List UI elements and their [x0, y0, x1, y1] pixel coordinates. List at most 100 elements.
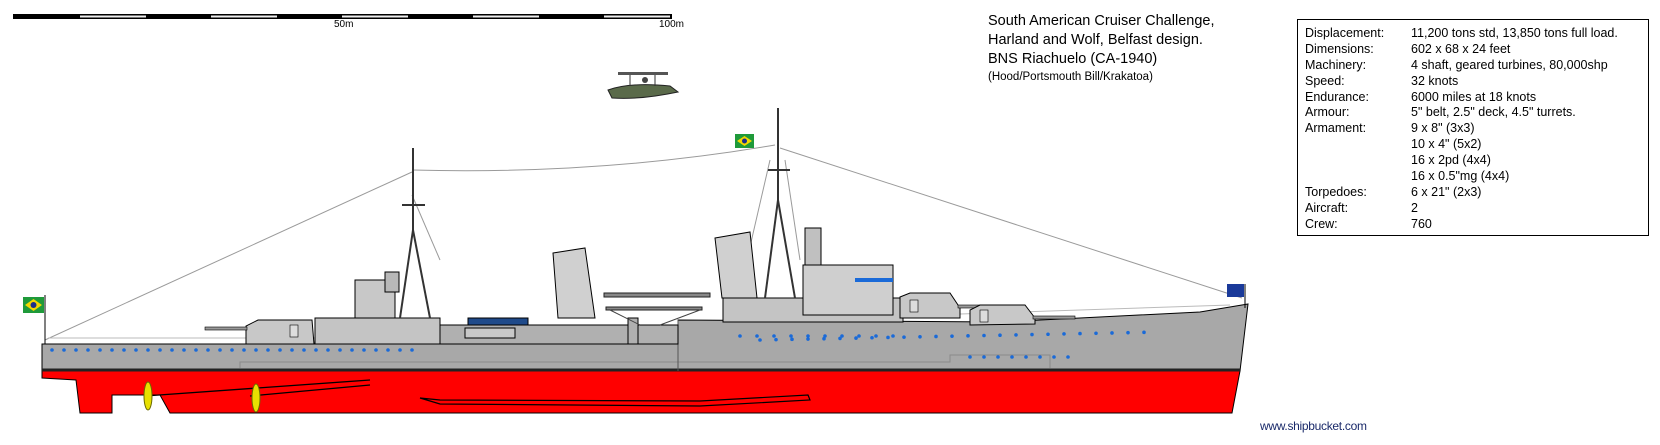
porthole — [110, 348, 114, 352]
porthole — [996, 355, 1000, 359]
title-line-2: Harland and Wolf, Belfast design. — [988, 32, 1203, 48]
porthole — [254, 348, 258, 352]
drawing-title: South American Cruiser Challenge, Harlan… — [988, 12, 1214, 86]
spec-row: 16 x 0.5"mg (4x4) — [1305, 169, 1648, 185]
spec-row: Torpedoes:6 x 21" (2x3) — [1305, 185, 1648, 201]
porthole — [806, 334, 810, 338]
spec-row: Speed: 32 knots — [1305, 74, 1648, 90]
specifications-table: Displacement: 11,200 tons std, 13,850 ton… — [1297, 19, 1649, 236]
porthole — [1030, 332, 1034, 337]
aft-director — [384, 271, 400, 293]
spec-label: Displacement: — [1305, 26, 1385, 40]
title-line-3: BNS Riachuelo (CA-1940) — [988, 51, 1158, 67]
spec-row: Armament: 9 x 8" (3x3) — [1305, 121, 1648, 137]
porthole — [206, 348, 210, 352]
spec-row: Displacement: 11,200 tons std, 13,850 ton… — [1305, 26, 1648, 42]
porthole — [1052, 355, 1056, 359]
spec-value: 16 x 0.5"mg (4x4) — [1411, 169, 1510, 184]
spec-value: 16 x 2pd (4x4) — [1411, 153, 1491, 168]
porthole — [982, 333, 986, 338]
spec-label: Armament: — [1305, 121, 1367, 136]
armour-belt-outline — [239, 354, 1051, 368]
brazil-flag-icon — [23, 297, 44, 313]
porthole — [86, 348, 90, 352]
scale-bar-segment — [80, 15, 146, 18]
torpedo-tubes — [464, 327, 516, 339]
porthole — [1046, 332, 1050, 337]
spec-row: 16 x 2pd (4x4) — [1305, 153, 1648, 169]
porthole — [1062, 332, 1066, 336]
porthole — [822, 336, 826, 341]
spec-value: 11,200 tons std, 13,850 tons full load. — [1411, 26, 1618, 40]
porthole — [1126, 330, 1130, 335]
spec-row: Crew:760 — [1305, 217, 1648, 233]
spec-value: 5" belt, 2.5" deck, 4.5" turrets. — [1411, 105, 1576, 120]
spec-row: Dimensions:602 x 68 x 24 feet — [1305, 42, 1648, 58]
porthole — [857, 334, 861, 338]
porthole — [966, 334, 970, 338]
lower-hull-antifouling — [41, 370, 1241, 414]
porthole — [290, 348, 294, 352]
porthole — [902, 335, 906, 339]
catapult-aircraft — [603, 292, 711, 326]
spec-label: Speed: — [1305, 73, 1345, 88]
porthole — [122, 348, 126, 352]
porthole — [278, 348, 282, 352]
spec-row: Endurance:6000 miles at 18 knots — [1305, 90, 1648, 106]
bow-jack-icon — [1227, 284, 1244, 297]
porthole — [823, 334, 827, 338]
porthole — [74, 348, 78, 352]
porthole — [1110, 331, 1114, 335]
spec-label — [1305, 169, 1411, 185]
spec-value: 32 knots — [1411, 73, 1459, 88]
spec-value: 9 x 8" (3x3) — [1411, 121, 1475, 136]
spec-label: Dimensions: — [1305, 41, 1374, 56]
scale-label-50m: 50m — [334, 19, 354, 30]
shipbucket-watermark: www.shipbucket.com — [1260, 419, 1367, 433]
bridge-block — [802, 264, 894, 316]
boat-deck — [467, 317, 529, 326]
aft-deckhouse — [314, 317, 441, 345]
porthole — [410, 348, 414, 352]
porthole — [338, 348, 342, 352]
porthole — [374, 348, 378, 352]
spec-row: Aircraft:2 — [1305, 201, 1648, 217]
porthole — [266, 348, 270, 352]
bilge-keel — [419, 394, 811, 407]
porthole — [302, 348, 306, 352]
porthole — [772, 334, 776, 338]
spec-value: 4 shaft, geared turbines, 80,000shp — [1411, 57, 1608, 72]
porthole — [134, 348, 138, 352]
porthole — [918, 335, 922, 339]
porthole — [968, 355, 972, 359]
main-mast — [399, 148, 431, 319]
porthole — [398, 348, 402, 352]
porthole — [891, 334, 895, 338]
porthole — [934, 334, 938, 339]
spec-label: Aircraft: — [1305, 200, 1349, 215]
spec-label: Torpedoes: — [1305, 184, 1367, 199]
propeller-icon — [143, 381, 261, 413]
fore-mast — [764, 108, 796, 299]
porthole — [790, 337, 794, 342]
seaplane-icon — [607, 72, 680, 99]
porthole — [854, 336, 858, 340]
forward-funnel — [714, 231, 758, 299]
porthole — [242, 348, 246, 352]
title-line-1: South American Cruiser Challenge, — [988, 13, 1215, 29]
porthole — [170, 348, 174, 352]
porthole — [1094, 331, 1098, 336]
porthole — [870, 335, 874, 340]
x-turret — [204, 319, 315, 345]
spec-label: Endurance: — [1305, 89, 1369, 104]
scale-bar-segment — [342, 15, 408, 18]
catapult-pedestal — [627, 317, 639, 345]
porthole — [50, 348, 54, 352]
porthole — [982, 355, 986, 359]
title-credit: (Hood/Portsmouth Bill/Krakatoa) — [988, 71, 1153, 83]
spec-value: 10 x 4" (5x2) — [1411, 137, 1482, 152]
porthole — [874, 334, 878, 338]
portholes — [50, 330, 1146, 359]
porthole — [146, 348, 150, 352]
